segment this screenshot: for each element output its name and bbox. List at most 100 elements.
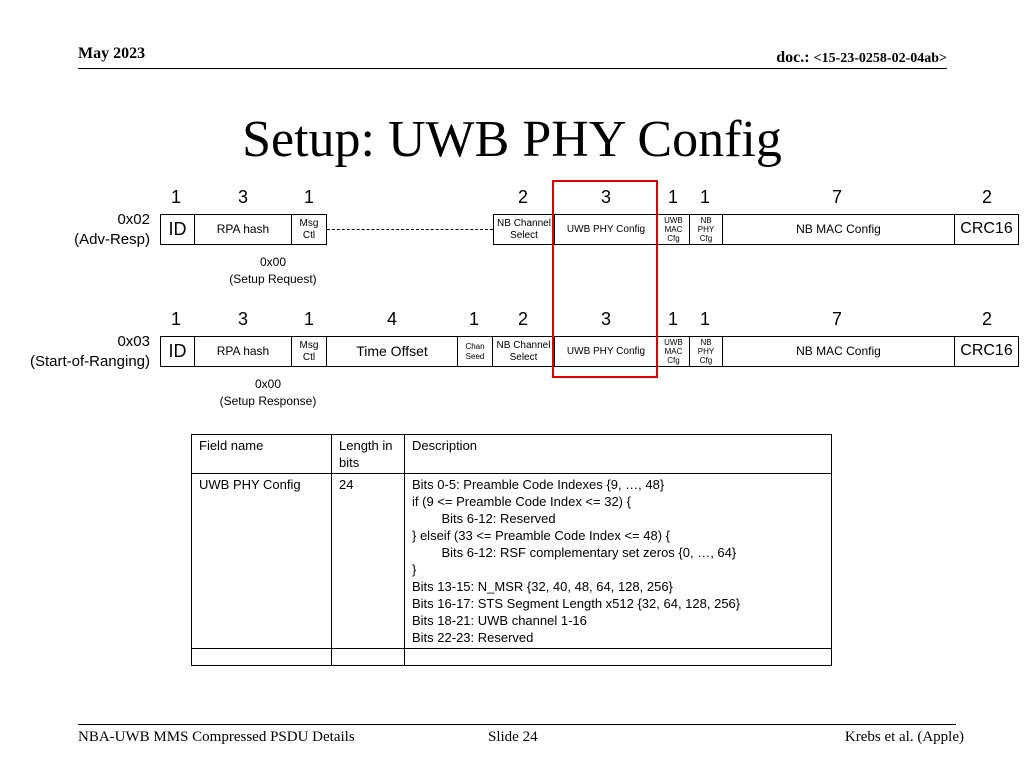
field-uwb-mac-line1: UWB [664,215,683,225]
field-chan-seed-line1: Chan [465,342,485,352]
length-chan-seed: 1 [468,309,479,329]
field-nb-phy-line1: NB [700,215,712,225]
field-nb-mac-config: NB MAC Config [722,336,955,367]
desc-line: if (9 <= Preamble Code Index <= 32) { [412,494,631,509]
setup-response-code: 0x00 [254,377,282,391]
footer-title: NBA-UWB MMS Compressed PSDU Details [78,729,355,745]
footer-divider [78,724,956,725]
field-uwb-mac-line3: Cfg [667,356,680,366]
field-crc16: CRC16 [954,214,1019,245]
footer-author: Krebs et al. (Apple) [844,729,964,745]
field-uwb-phy-config: UWB PHY Config [554,336,658,367]
header-date: May 2023 [78,45,146,62]
row-label-code: 0x02 [117,211,150,228]
header-doc-id: doc.: <15-23-0258-02-04ab> [776,49,947,67]
field-msg-ctl-line1: Msg [299,218,319,229]
field-uwb-mac-line2: MAC [664,346,683,356]
row-label-name: (Adv-Resp) [74,230,150,248]
slide-title: Setup: UWB PHY Config [242,111,782,168]
dashed-gap-line [327,229,493,230]
table-header-length: Length in bits [331,434,405,474]
field-uwb-phy-config: UWB PHY Config [554,214,658,245]
length-crc16: 2 [981,309,992,329]
field-nb-channel-line2: Select [509,351,538,363]
length-nb-channel-select: 2 [517,309,528,329]
length-nb-mac-config: 7 [831,309,842,329]
desc-line: Bits 6-12: RSF complementary set zeros {… [427,545,737,560]
desc-line: Bits 18-21: UWB channel 1-16 [412,613,587,628]
length-rpa-hash: 3 [237,187,248,207]
header-doc-prefix: doc.: [776,49,814,66]
field-nb-channel-line1: NB Channel [496,340,551,351]
table-header-description: Description [404,434,832,474]
row-label-code: 0x03 [117,333,150,350]
row-label-adv-resp: 0x02 (Adv-Resp) [20,210,150,249]
field-id: ID [160,336,195,367]
desc-line: Bits 22-23: Reserved [412,630,534,645]
desc-line: Bits 6-12: Reserved [427,511,556,526]
length-id: 1 [170,309,181,329]
field-id: ID [160,214,195,245]
table-header-row: Field name Length in bits Description [191,434,832,474]
field-nb-phy-line2: PHY [697,224,715,234]
length-nb-mac-config: 7 [831,187,842,207]
field-nb-phy-line2: PHY [697,346,715,356]
table-empty-cell [404,648,832,666]
table-cell-length: 24 [331,473,405,649]
row-label-start-of-ranging: 0x03 (Start-of-Ranging) [4,332,150,371]
length-uwb-phy-config: 3 [600,187,611,207]
field-nb-phy-line3: Cfg [699,234,713,244]
length-uwb-phy-config: 3 [600,309,611,329]
field-nb-phy-line1: NB [700,337,712,347]
length-uwb-mac-cfg: 1 [667,309,678,329]
desc-line: } [412,562,417,577]
field-rpa-hash: RPA hash [194,336,292,367]
table-empty-cell [191,648,332,666]
field-rpa-hash: RPA hash [194,214,292,245]
field-chan-seed-line2: Seed [465,351,485,361]
table-cell-description: Bits 0-5: Preamble Code Indexes {9, …, 4… [404,473,832,649]
length-crc16: 2 [981,187,992,207]
table-header-field-name: Field name [191,434,332,474]
field-nb-channel-line2: Select [510,229,538,241]
uwb-phy-config-highlight [552,180,658,378]
field-msg-ctl-line1: Msg [299,340,319,351]
desc-line: Bits 13-15: N_MSR {32, 40, 48, 64, 128, … [412,579,673,594]
length-nb-phy-cfg: 1 [699,187,710,207]
setup-response-label: (Setup Response) [219,393,317,408]
table-cell-field-name: UWB PHY Config [191,473,332,649]
length-msg-ctl: 1 [303,309,314,329]
length-rpa-hash: 3 [237,309,248,329]
field-msg-ctl-line2: Ctl [302,351,316,363]
field-uwb-mac-line3: Cfg [667,234,680,244]
field-nb-mac-config: NB MAC Config [722,214,955,245]
length-nb-channel-select: 2 [517,187,528,207]
field-nb-phy-line3: Cfg [699,356,713,366]
setup-request-note: 0x00 (Setup Request) [210,254,336,288]
row-label-name: (Start-of-Ranging) [29,352,150,370]
desc-line: Bits 0-5: Preamble Code Indexes {9, …, 4… [412,477,665,492]
setup-response-note: 0x00 (Setup Response) [200,376,336,410]
footer-slide-number: Slide 24 [488,729,538,745]
table-empty-cell [331,648,405,666]
desc-line: } elseif (33 <= Preamble Code Index <= 4… [412,528,671,543]
field-uwb-mac-line2: MAC [664,224,683,234]
length-msg-ctl: 1 [303,187,314,207]
field-uwb-mac-line1: UWB [664,337,683,347]
field-nb-channel-line1: NB Channel [497,218,551,229]
table-empty-row [191,648,832,666]
field-description-table: Field name Length in bits Description UW… [191,434,832,666]
field-crc16: CRC16 [954,336,1019,367]
setup-request-label: (Setup Request) [229,271,317,286]
length-time-offset: 4 [386,309,397,329]
field-time-offset: Time Offset [326,336,458,367]
